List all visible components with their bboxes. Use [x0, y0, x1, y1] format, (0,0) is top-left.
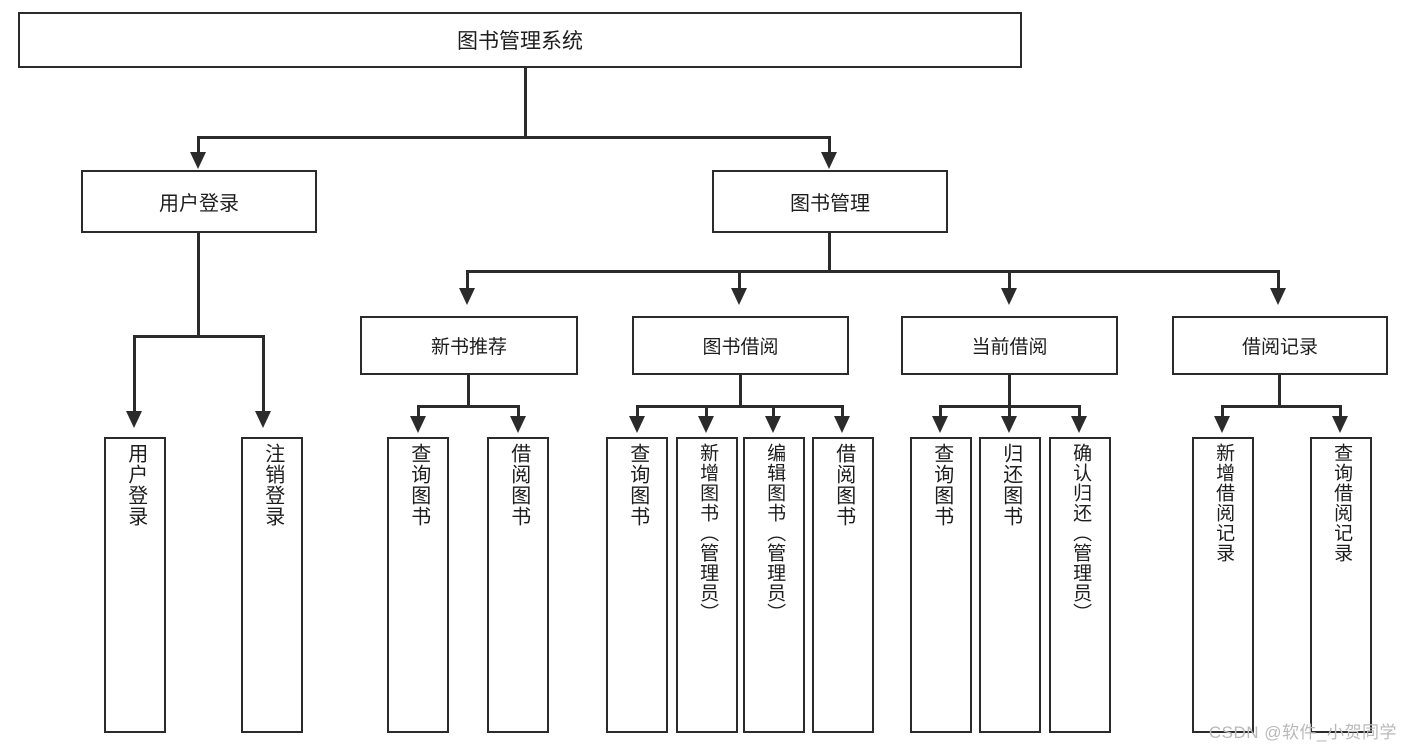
- arrow-book-manage-child-2: [731, 288, 747, 305]
- leaf-book-borrow-query[interactable]: 查询图书: [606, 437, 668, 733]
- leaf-borrow-record-add[interactable]: 新增借阅记录: [1192, 437, 1254, 733]
- connector-book-manage-stem: [828, 233, 831, 272]
- leaf-current-borrow-confirm-return[interactable]: 确认归还（管理员）: [1049, 437, 1111, 733]
- leaf-label: 借阅图书: [507, 443, 530, 527]
- node-user-login[interactable]: 用户登录: [81, 170, 317, 233]
- connector-user-login-child-1: [133, 335, 136, 413]
- node-label: 图书管理: [790, 193, 870, 215]
- arrow-root-to-book-manage: [821, 152, 837, 169]
- connector-book-borrow-bus: [636, 405, 844, 408]
- connector-borrow-record-child-2: [1339, 405, 1342, 418]
- leaf-label: 新增图书（管理员）: [697, 443, 719, 623]
- connector-book-manage-child-4: [1277, 270, 1280, 290]
- node-label: 新书推荐: [430, 337, 507, 358]
- arrow-current-borrow-child-3: [1071, 416, 1087, 433]
- connector-book-manage-child-1: [466, 270, 469, 290]
- connector-borrow-record-bus: [1221, 405, 1342, 408]
- leaf-label: 注销登录: [261, 443, 284, 527]
- connector-current-borrow-stem: [1008, 375, 1011, 407]
- leaf-label: 归还图书: [999, 443, 1022, 527]
- arrow-user-login-child-1: [126, 411, 142, 428]
- connector-book-manage-child-2: [738, 270, 741, 290]
- leaf-label: 查询图书: [626, 443, 649, 527]
- leaf-label: 查询图书: [930, 443, 953, 527]
- leaf-book-borrow-borrow[interactable]: 借阅图书: [812, 437, 874, 733]
- arrow-borrow-record-child-1: [1214, 416, 1230, 433]
- arrow-book-borrow-child-1: [629, 416, 645, 433]
- arrow-book-borrow-child-2: [698, 416, 714, 433]
- connector-root-bus: [197, 136, 831, 139]
- node-borrow-record[interactable]: 借阅记录: [1172, 316, 1388, 375]
- connector-user-login-stem: [197, 233, 200, 337]
- leaf-new-book-borrow[interactable]: 借阅图书: [487, 437, 549, 733]
- node-label: 借阅记录: [1241, 337, 1318, 358]
- connector-user-login-bus: [133, 335, 265, 338]
- connector-book-borrow-child-1: [636, 405, 639, 418]
- connector-new-book-bus: [417, 405, 520, 408]
- node-book-borrow[interactable]: 图书借阅: [632, 316, 849, 375]
- connector-root-to-user-login: [197, 136, 200, 154]
- arrow-book-manage-child-1: [459, 288, 475, 305]
- arrow-current-borrow-child-1: [932, 416, 948, 433]
- connector-book-borrow-child-4: [841, 405, 844, 418]
- leaf-user-login-login[interactable]: 用户登录: [104, 437, 166, 733]
- node-root-system[interactable]: 图书管理系统: [18, 12, 1022, 68]
- connector-root-to-book-manage: [828, 136, 831, 154]
- node-label: 图书管理系统: [457, 30, 583, 53]
- connector-borrow-record-stem: [1278, 375, 1281, 407]
- leaf-label: 查询图书: [407, 443, 430, 527]
- leaf-label: 借阅图书: [832, 443, 855, 527]
- connector-book-manage-bus: [466, 270, 1280, 273]
- connector-current-borrow-child-2: [1008, 405, 1011, 418]
- connector-user-login-child-2: [262, 335, 265, 413]
- leaf-label: 用户登录: [124, 443, 147, 527]
- leaf-label: 查询借阅记录: [1331, 443, 1353, 563]
- arrow-user-login-child-2: [255, 411, 271, 428]
- leaf-label: 新增借阅记录: [1213, 443, 1235, 563]
- leaf-current-borrow-return[interactable]: 归还图书: [979, 437, 1041, 733]
- node-label: 当前借阅: [971, 337, 1048, 358]
- leaf-new-book-query[interactable]: 查询图书: [387, 437, 449, 733]
- connector-book-borrow-child-3: [772, 405, 775, 418]
- node-book-manage[interactable]: 图书管理: [712, 170, 948, 233]
- arrow-book-manage-child-3: [1001, 288, 1017, 305]
- leaf-current-borrow-query[interactable]: 查询图书: [910, 437, 972, 733]
- arrow-borrow-record-child-2: [1332, 416, 1348, 433]
- connector-book-borrow-stem: [739, 375, 742, 407]
- arrow-new-book-child-2: [510, 416, 526, 433]
- arrow-book-borrow-child-3: [765, 416, 781, 433]
- connector-book-manage-child-3: [1008, 270, 1011, 290]
- leaf-user-login-logout[interactable]: 注销登录: [241, 437, 303, 733]
- connector-current-borrow-child-3: [1078, 405, 1081, 418]
- connector-new-book-child-2: [517, 405, 520, 418]
- connector-new-book-stem: [467, 375, 470, 407]
- leaf-label: 确认归还（管理员）: [1070, 443, 1092, 623]
- arrow-book-manage-child-4: [1270, 288, 1286, 305]
- arrow-new-book-child-1: [410, 416, 426, 433]
- connector-current-borrow-child-1: [939, 405, 942, 418]
- node-label: 图书借阅: [702, 337, 779, 358]
- leaf-book-borrow-add[interactable]: 新增图书（管理员）: [676, 437, 738, 733]
- leaf-book-borrow-edit[interactable]: 编辑图书（管理员）: [743, 437, 805, 733]
- node-current-borrow[interactable]: 当前借阅: [901, 316, 1118, 375]
- leaf-label: 编辑图书（管理员）: [764, 443, 786, 623]
- arrow-current-borrow-child-2: [1001, 416, 1017, 433]
- connector-root-stem: [524, 68, 527, 138]
- arrow-book-borrow-child-4: [834, 416, 850, 433]
- connector-new-book-child-1: [417, 405, 420, 418]
- node-new-book-recommend[interactable]: 新书推荐: [360, 316, 578, 375]
- connector-borrow-record-child-1: [1221, 405, 1224, 418]
- leaf-borrow-record-query[interactable]: 查询借阅记录: [1310, 437, 1372, 733]
- node-label: 用户登录: [159, 193, 239, 215]
- arrow-root-to-user-login: [190, 152, 206, 169]
- connector-book-borrow-child-2: [705, 405, 708, 418]
